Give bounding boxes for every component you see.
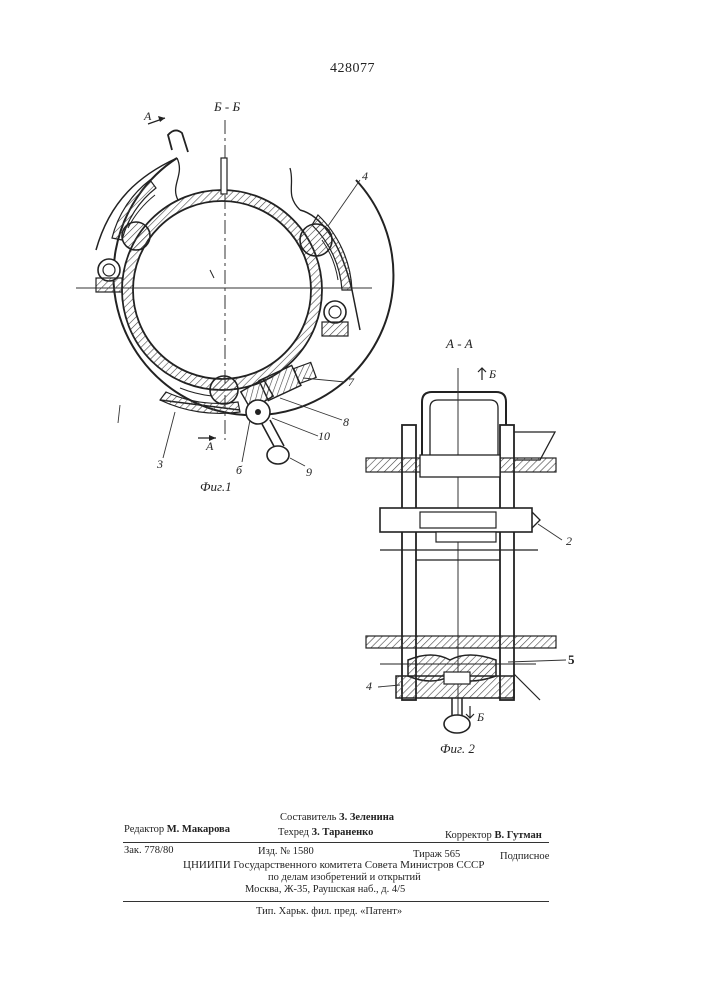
corrector-label: Корректор [445,830,492,841]
corrector-name: В. Гутман [494,830,541,841]
fig2-section-label: А - А [446,337,473,350]
fig2-knob [444,715,470,733]
subscription: Подписное [500,852,549,863]
techred-line: Техред З. Тараненко [278,828,373,839]
fig2-callout-2: 2 [566,535,572,547]
fig2-section-arrow-top: Б [489,368,496,380]
org-line-2: по делам изобретений и открытий [268,873,421,884]
address: Москва, Ж-35, Раушская наб., д. 4/5 [245,885,405,896]
org-line-1: ЦНИИПИ Государственного комитета Совета … [183,860,485,871]
editor-line: Редактор М. Макарова [124,825,230,836]
printer-line: Тип. Харьк. фил. пред. «Патент» [256,907,402,918]
techred-label: Техред [278,827,309,838]
editor-name: М. Макарова [167,824,230,835]
compiler-name: З. Зеленина [339,812,394,823]
edition-number: Изд. № 1580 [258,847,314,858]
compiler-label: Составитель [280,812,336,823]
order-number: Зак. 778/80 [124,846,173,857]
fig2-section-arrow-bottom: Б [477,711,484,723]
figure-2-drawing [0,0,707,760]
compiler-line: Составитель З. Зеленина [280,813,394,824]
footer-rule-bottom [123,901,549,902]
editor-label: Редактор [124,824,164,835]
fig2-handle [422,392,506,455]
fig2-pipe-wall-bottom [366,636,556,648]
fig2-caption: Фиг. 2 [440,742,475,755]
fig2-callout-4: 4 [366,680,372,692]
fig2-callout-5: 5 [568,653,575,666]
corrector-line: Корректор В. Гутман [445,831,542,842]
techred-name: З. Тараненко [312,827,374,838]
footer-rule-top [123,842,549,843]
